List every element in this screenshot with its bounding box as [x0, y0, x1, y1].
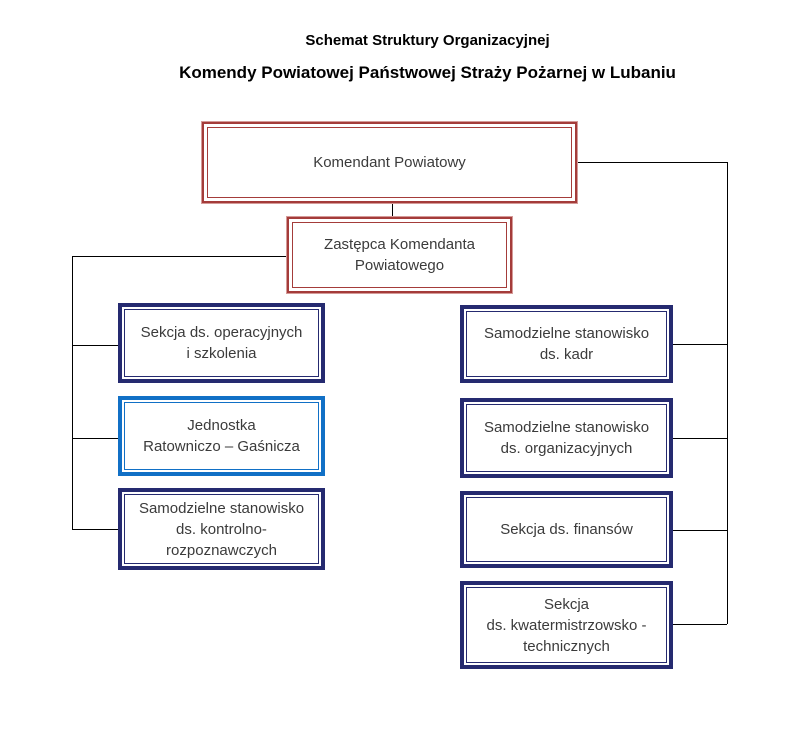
- org-box-sekcja-kwatermistrzowsko-techniczna: Sekcja ds. kwatermistrzowsko - techniczn…: [460, 581, 673, 669]
- connector-stub-operacyjni: [72, 345, 118, 346]
- org-box-frame: Komendant Powiatowy: [207, 127, 572, 198]
- diagram-title-line1: Schemat Struktury Organizacyjnej: [305, 32, 550, 49]
- connector-zastepca-left: [72, 256, 287, 257]
- org-box-label: Jednostka Ratowniczo – Gaśnicza: [143, 417, 300, 455]
- org-box-kontrolno-rozpoznawcze: Samodzielne stanowisko ds. kontrolno- ro…: [118, 488, 325, 570]
- org-box-frame: Samodzielne stanowisko ds. kontrolno- ro…: [124, 494, 319, 564]
- org-box-frame: Sekcja ds. finansów: [466, 497, 667, 562]
- org-box-jednostka-ratowniczo-gasnicza: Jednostka Ratowniczo – Gaśnicza: [118, 396, 325, 476]
- connector-right-trunk: [727, 162, 728, 624]
- connector-komendant-right: [577, 162, 727, 163]
- org-box-komendant-powiatowy: Komendant Powiatowy: [202, 122, 577, 203]
- org-box-label: Zastępca Komendanta Powiatowego: [324, 236, 475, 274]
- org-box-frame: Samodzielne stanowisko ds. kadr: [466, 311, 667, 377]
- org-box-label: Sekcja ds. kwatermistrzowsko - techniczn…: [486, 595, 647, 655]
- org-box-stanowisko-organizacyjne: Samodzielne stanowisko ds. organizacyjny…: [460, 398, 673, 478]
- org-box-sekcja-finansow: Sekcja ds. finansów: [460, 491, 673, 568]
- connector-stub-kontrolno: [72, 529, 118, 530]
- org-box-label: Samodzielne stanowisko ds. kadr: [483, 325, 650, 363]
- connector-stub-kwatermistrzowsko: [673, 624, 727, 625]
- connector-left-trunk: [72, 256, 73, 530]
- org-box-frame: Sekcja ds. operacyjnych i szkolenia: [124, 309, 319, 377]
- org-box-label: Komendant Powiatowy: [313, 154, 466, 171]
- connector-stub-kadry: [673, 344, 727, 345]
- org-box-zastepca-komendanta: Zastępca Komendanta Powiatowego: [287, 217, 512, 293]
- org-box-sekcja-operacyjna: Sekcja ds. operacyjnych i szkolenia: [118, 303, 325, 383]
- org-box-label: Samodzielne stanowisko ds. kontrolno- ro…: [138, 499, 305, 559]
- org-box-label: Sekcja ds. operacyjnych i szkolenia: [140, 324, 303, 362]
- org-box-frame: Sekcja ds. kwatermistrzowsko - techniczn…: [466, 587, 667, 663]
- connector-stub-jednostka: [72, 438, 118, 439]
- diagram-title-line2: Komendy Powiatowej Państwowej Straży Poż…: [179, 63, 676, 82]
- org-box-stanowisko-kadr: Samodzielne stanowisko ds. kadr: [460, 305, 673, 383]
- connector-stub-organizacyjne: [673, 438, 727, 439]
- connector-stub-finanse: [673, 530, 727, 531]
- org-box-frame: Jednostka Ratowniczo – Gaśnicza: [124, 402, 319, 470]
- org-box-label: Sekcja ds. finansów: [500, 521, 633, 538]
- org-box-frame: Samodzielne stanowisko ds. organizacyjny…: [466, 404, 667, 472]
- org-box-label: Samodzielne stanowisko ds. organizacyjny…: [483, 419, 650, 457]
- org-box-frame: Zastępca Komendanta Powiatowego: [292, 222, 507, 288]
- connector-komendant-zastepca: [392, 203, 393, 217]
